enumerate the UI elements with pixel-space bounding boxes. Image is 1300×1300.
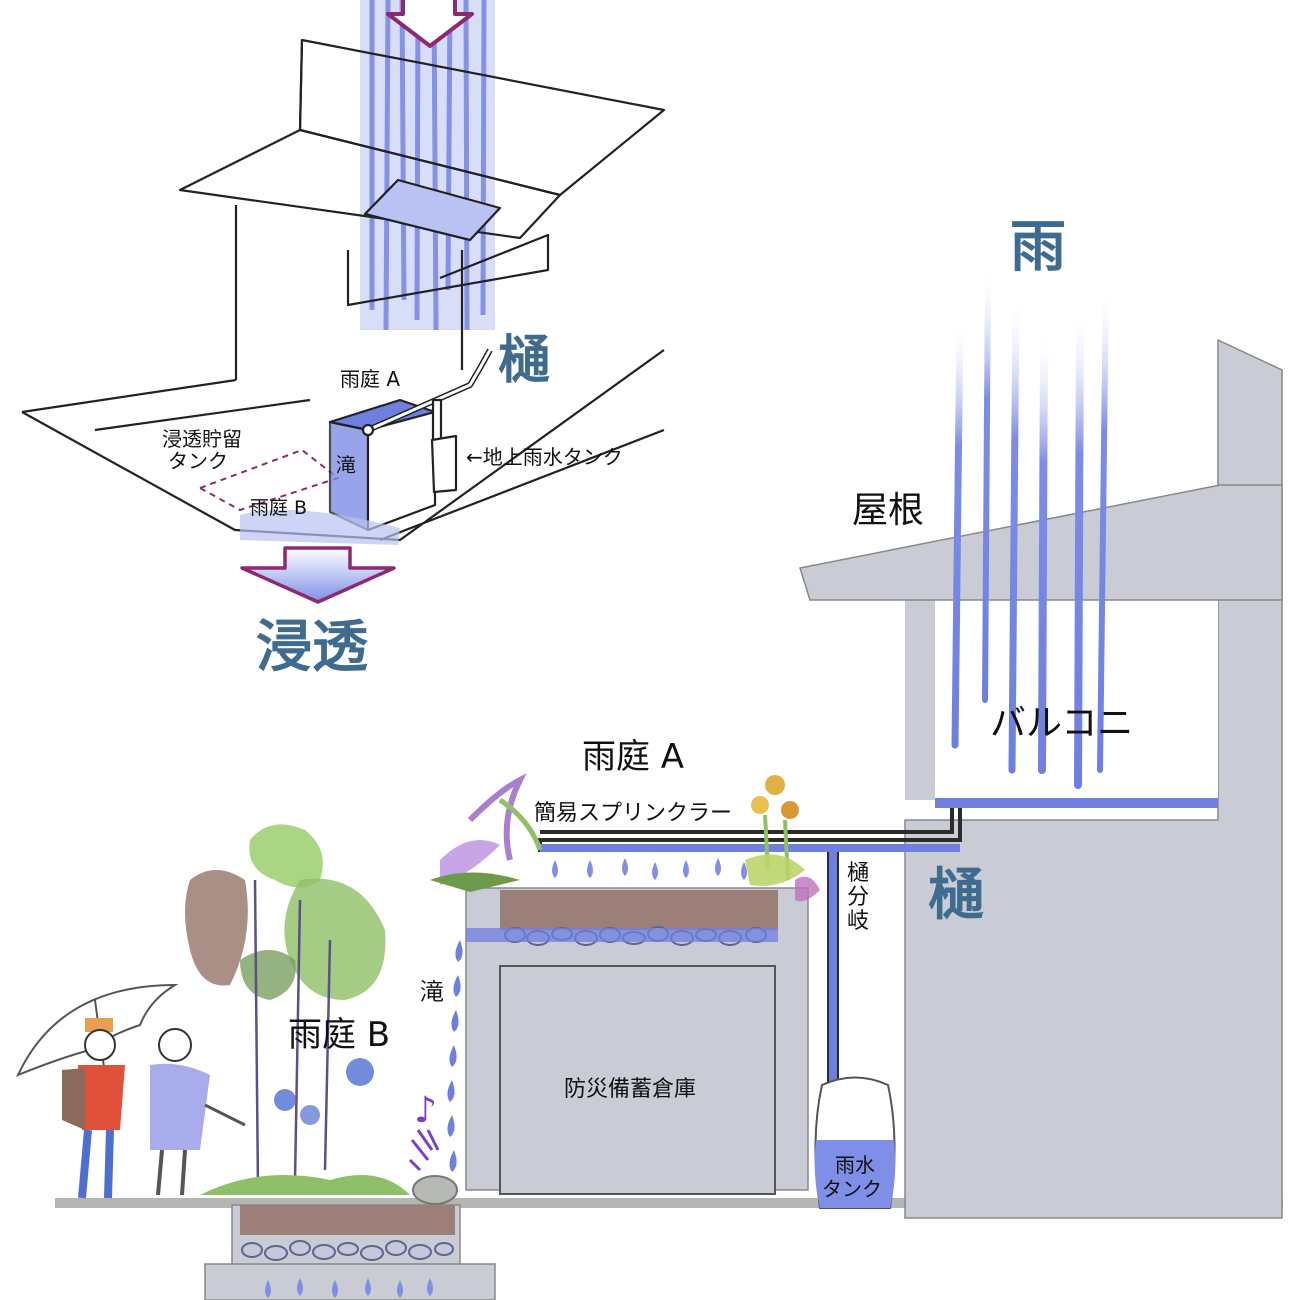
section-view bbox=[16, 265, 1283, 1300]
top-sketch bbox=[21, 0, 666, 604]
gutter-branch-label-3: 岐 bbox=[847, 909, 869, 934]
waterfall-label: 滝 bbox=[420, 978, 444, 1006]
ground-tank-label: ←地上雨水タンク bbox=[466, 445, 623, 469]
rain-garden-b-label: 雨庭 B bbox=[288, 1015, 390, 1055]
balcony-floor-water bbox=[935, 798, 1218, 808]
rain-column bbox=[360, 0, 495, 331]
rain-label: 雨 bbox=[1010, 215, 1066, 280]
ground-line bbox=[55, 1198, 1283, 1208]
waterfall bbox=[447, 940, 463, 1172]
rain-water-tank bbox=[814, 1076, 896, 1209]
gutter-label-top: 樋 bbox=[498, 331, 550, 391]
storage-block bbox=[465, 887, 809, 1195]
down-arrow-icon bbox=[240, 546, 396, 604]
plant-icon bbox=[430, 773, 820, 902]
music-note-icon: ♪ bbox=[414, 1090, 437, 1131]
people-figures bbox=[62, 1018, 246, 1199]
rain-garden-b-label-top: 雨庭 B bbox=[250, 497, 307, 519]
rain-garden-a-label: 雨庭 A bbox=[582, 737, 684, 777]
gutter-label-section: 樋 bbox=[928, 863, 984, 928]
gutter-branch-label-2: 分 bbox=[847, 885, 869, 910]
tree-icon bbox=[185, 824, 458, 1205]
infiltration-tank-label-2: タンク bbox=[168, 449, 228, 473]
infiltration-tank-label: 浸透貯留 bbox=[162, 427, 242, 451]
balcony-label: バルコニ bbox=[990, 703, 1133, 744]
gutter-branch-label-1: 樋 bbox=[847, 861, 869, 886]
rain-tank-label-2: タンク bbox=[822, 1177, 882, 1201]
down-arrow-icon bbox=[386, 0, 474, 48]
rain-tank-label-1: 雨水 bbox=[835, 1153, 875, 1177]
rain-garden-b-pit bbox=[204, 1204, 496, 1300]
waterfall-label-top: 滝 bbox=[336, 453, 356, 477]
splash-lines bbox=[408, 1129, 440, 1172]
rain-streaks bbox=[951, 265, 1109, 789]
storage-label: 防災備蓄倉庫 bbox=[564, 1077, 696, 1102]
soil-layer-a bbox=[500, 890, 778, 930]
sprinkler-drops bbox=[552, 858, 747, 880]
infiltration-label: 浸透 bbox=[256, 615, 368, 680]
sprinkler-pipe bbox=[540, 844, 960, 852]
sprinkler-label: 簡易スプリンクラー bbox=[534, 801, 732, 826]
roof-label: 屋根 bbox=[852, 490, 924, 531]
disaster-storage-room bbox=[499, 965, 776, 1195]
rain-garden-a-label-top: 雨庭 A bbox=[340, 367, 400, 391]
